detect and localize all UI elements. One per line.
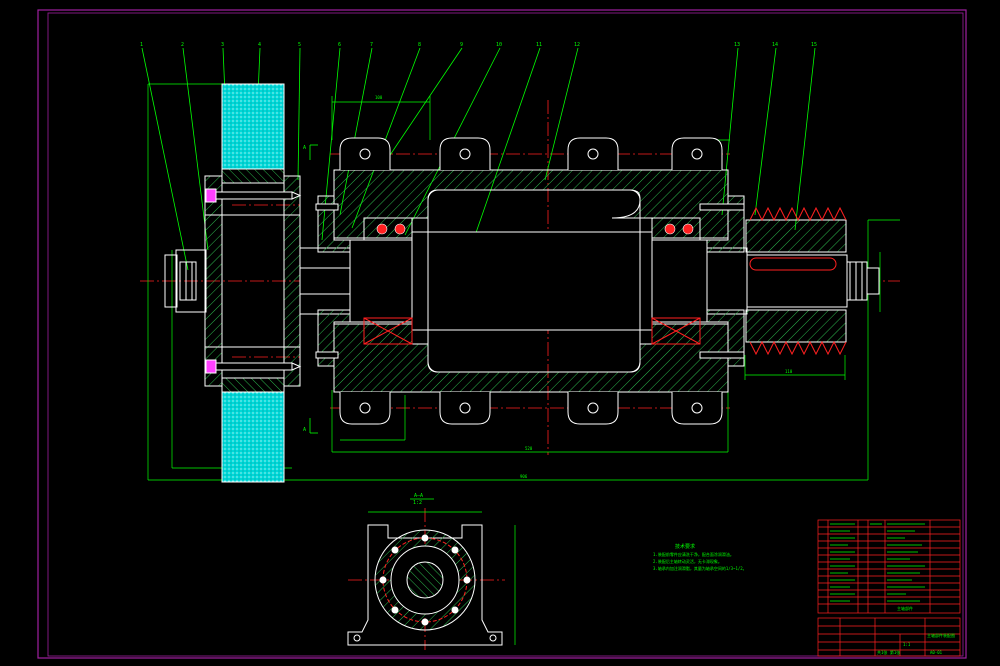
title-block <box>817 617 961 657</box>
section-view-dimensions <box>368 511 516 645</box>
leader-number-labels: 1 2 3 4 5 6 7 8 9 10 11 12 13 14 15 <box>140 42 817 48</box>
section-view-label: A—A 1:2 <box>410 493 434 506</box>
leader-label: 4 <box>258 42 261 48</box>
leader-label: 2 <box>181 42 184 48</box>
svg-text:906: 906 <box>520 474 528 479</box>
section-view-bolt-holes <box>379 534 471 626</box>
section-callout-top: A <box>303 145 306 151</box>
leader-label: 13 <box>734 42 740 48</box>
svg-text:520: 520 <box>525 446 533 451</box>
leader-label: 6 <box>338 42 341 48</box>
spindle-housing <box>333 137 729 425</box>
svg-text:110: 110 <box>785 369 793 374</box>
leader-label: 15 <box>811 42 817 48</box>
notes-line: 2.装配后主轴转动灵活，无卡滞现象。 <box>653 558 722 564</box>
title-block-number: A0-01 <box>930 650 943 655</box>
title-block-title: 主轴部件装配图 <box>927 632 955 638</box>
section-view-title: A—A <box>414 493 423 499</box>
v-belt-pulley <box>745 206 847 356</box>
bearings <box>363 217 701 345</box>
leader-label: 3 <box>221 42 224 48</box>
technical-notes: 技术要求 1.装配前零件应清洗干净，配合面涂润滑油。 2.装配后主轴转动灵活，无… <box>653 543 747 571</box>
parts-list-table <box>817 519 961 614</box>
leader-label: 8 <box>418 42 421 48</box>
notes-title: 技术要求 <box>675 543 695 550</box>
bearing-balls <box>376 223 694 235</box>
notes-line: 3.轴承内加注润滑脂，其量为轴承空间的1/3~1/2。 <box>653 565 747 571</box>
leader-lines <box>141 47 816 271</box>
outer-frame <box>37 9 967 659</box>
leader-label: 12 <box>574 42 580 48</box>
inner-frame <box>47 12 964 657</box>
leader-label: 10 <box>496 42 502 48</box>
wheel-flange-assembly <box>164 175 301 387</box>
notes-line: 1.装配前零件应清洗干净，配合面涂润滑油。 <box>653 551 734 557</box>
title-block-scale: 1:1 <box>903 642 911 647</box>
leader-label: 7 <box>370 42 373 48</box>
leader-label: 9 <box>460 42 463 48</box>
leader-label: 14 <box>772 42 778 48</box>
section-callouts <box>309 144 318 434</box>
parts-list-label: 主轴部件 <box>897 605 913 611</box>
svg-text:100: 100 <box>375 95 383 100</box>
end-caps <box>315 195 745 367</box>
leader-label: 11 <box>536 42 542 48</box>
section-view-aa <box>347 524 503 646</box>
leader-label: 5 <box>298 42 301 48</box>
flange-bolts <box>205 188 302 374</box>
leader-label: 1 <box>140 42 143 48</box>
section-view-scale: 1:2 <box>413 500 422 506</box>
section-callout-bottom: A <box>303 427 306 433</box>
grinding-wheel <box>221 83 285 483</box>
spindle-shaft <box>299 231 880 331</box>
parts-list-entries <box>830 523 925 602</box>
title-block-sheet: 共1张 第1张 <box>877 649 900 655</box>
